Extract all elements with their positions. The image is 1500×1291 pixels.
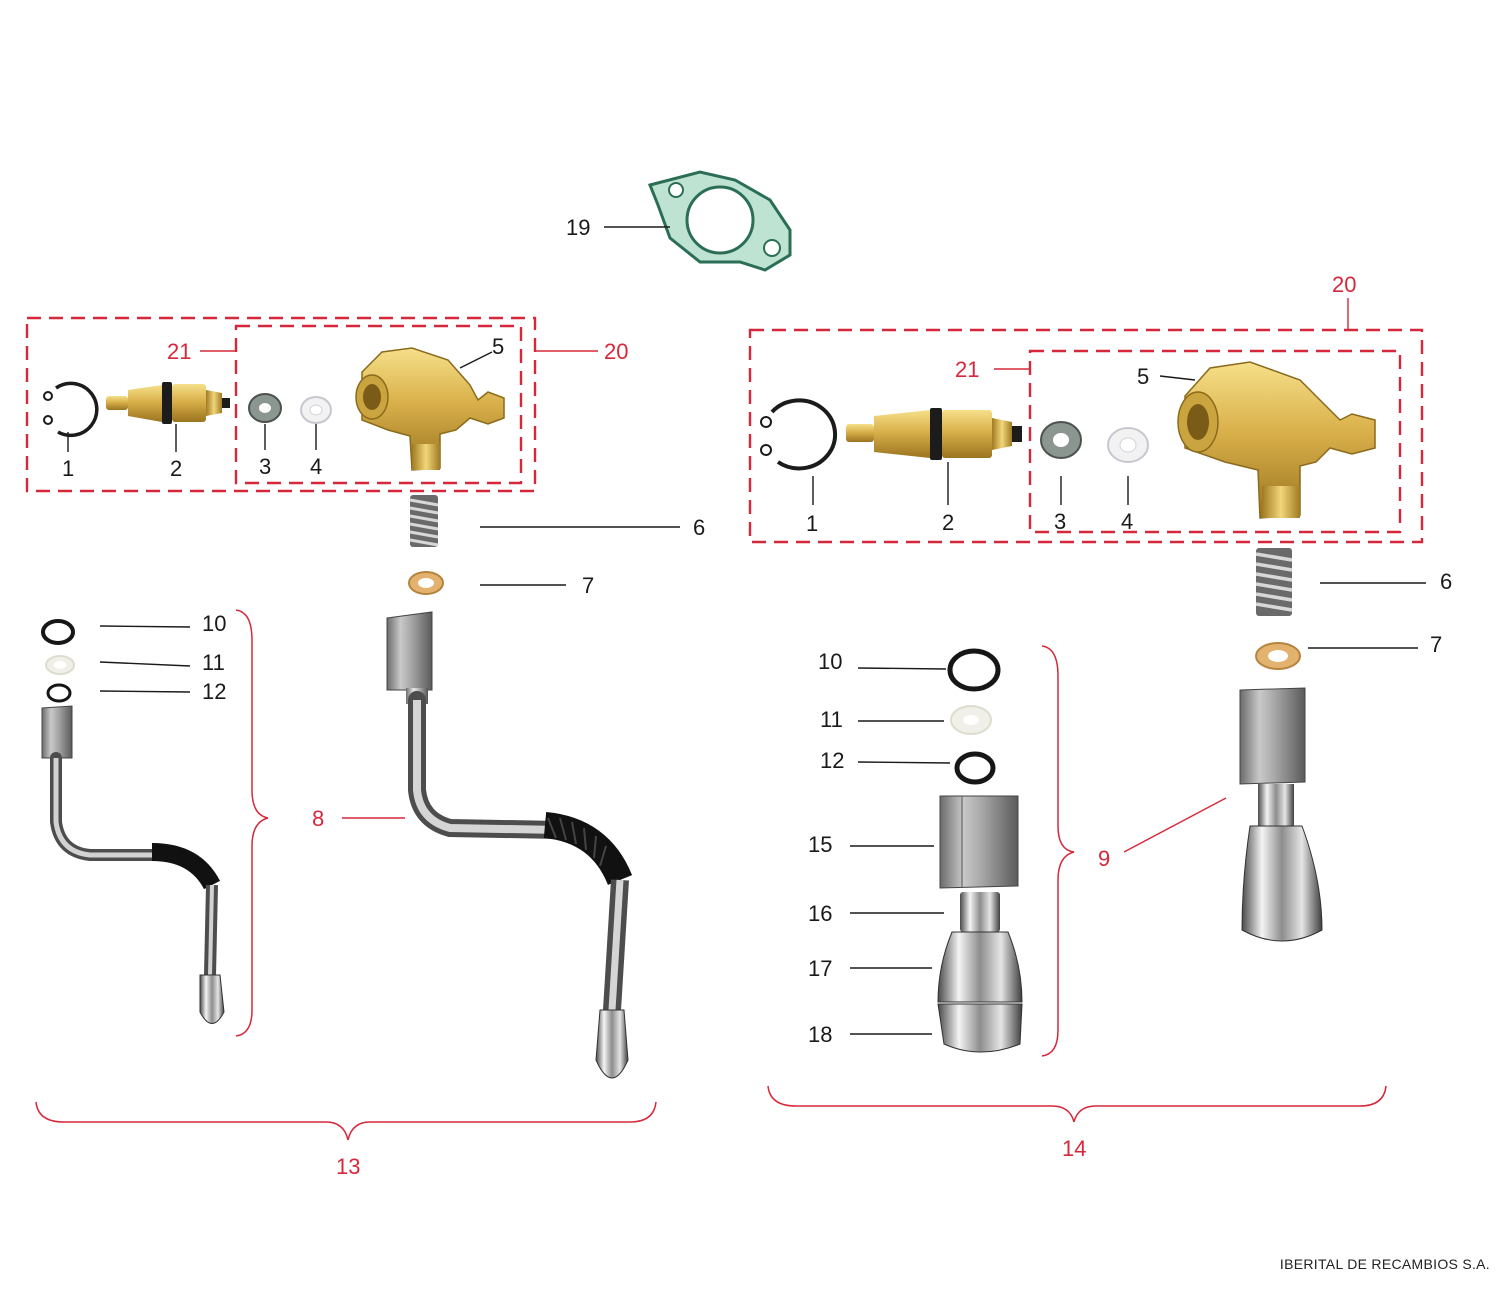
right-o-ring-small-label: 12: [820, 748, 844, 773]
right-valve-stem-label: 2: [942, 510, 954, 535]
left-spring-label: 6: [693, 515, 705, 540]
right-nozzle-tip: [937, 1003, 1023, 1053]
right-washer-white-label: 4: [1121, 509, 1133, 534]
left-valve-body-label: 5: [492, 334, 504, 359]
right-nozzle-tip-label: 18: [808, 1022, 832, 1047]
left-steam-wand-label: 8: [312, 806, 324, 831]
left-washer-grey: [248, 393, 282, 423]
company-footer: IBERITAL DE RECAMBIOS S.A.: [1279, 1256, 1490, 1272]
left-circlip-label: 1: [62, 456, 74, 481]
right-collar-label: 16: [808, 901, 832, 926]
right-washer-white: [1107, 427, 1149, 463]
right-nozzle-body-label: 17: [808, 956, 832, 981]
left-spring: [409, 495, 439, 547]
right-o-ring-small: [954, 751, 996, 785]
right-washer-brass-label: 7: [1430, 632, 1442, 657]
gasket-label: 19: [566, 215, 590, 240]
left-o-ring-small-label: 12: [202, 679, 226, 704]
left-o-ring-large-label: 10: [202, 611, 226, 636]
right-valve-body-label: 5: [1137, 364, 1149, 389]
right-valve-body: [1177, 361, 1376, 519]
right-hex-nut-label: 15: [808, 832, 832, 857]
left-assembly-21-box: [234, 324, 523, 485]
right-group-label: 14: [1062, 1136, 1086, 1161]
right-hex-nut: [939, 795, 1019, 889]
right-group-brace: [767, 1085, 1387, 1123]
right-o-ring-large-label: 10: [818, 649, 842, 674]
left-washer-grey-label: 3: [259, 454, 271, 479]
right-assembly-21-label: 21: [955, 357, 979, 382]
left-circlip: [43, 381, 99, 438]
left-washer-brass: [408, 571, 444, 595]
right-valve-stem: [846, 408, 1022, 460]
right-washer-grey-label: 3: [1054, 509, 1066, 534]
right-washer-brass: [1255, 642, 1301, 670]
left-assembly-20-box: [25, 316, 537, 493]
left-assembly-20-label: 20: [604, 339, 628, 364]
left-valve-stem: [106, 382, 230, 424]
left-washer-brass-label: 7: [582, 573, 594, 598]
right-spring-label: 6: [1440, 569, 1452, 594]
gasket: [647, 170, 792, 272]
left-washer-white: [300, 396, 332, 424]
left-group-label: 13: [336, 1154, 360, 1179]
left-steam-wand-large: [386, 611, 633, 1079]
right-circlip: [760, 398, 838, 471]
right-circlip-label: 1: [806, 511, 818, 536]
left-group-brace: [35, 1101, 657, 1141]
left-assembly-21-label: 21: [167, 339, 191, 364]
right-ring-white-label: 11: [820, 707, 843, 732]
left-washer-white-label: 4: [310, 454, 322, 479]
left-o-ring-large: [41, 619, 75, 645]
right-nozzle-body: [937, 931, 1023, 1003]
right-hot-water-nozzle: [1239, 687, 1323, 942]
right-assembly-21-box: [1028, 349, 1402, 534]
left-o-ring-small: [46, 683, 72, 703]
left-ring-white-label: 11: [202, 650, 225, 675]
left-valve-body: [355, 347, 505, 471]
right-o-ring-large: [947, 648, 1001, 692]
left-steam-wand-small: [41, 705, 225, 1024]
right-collar: [960, 892, 1000, 932]
left-ring-white: [45, 655, 75, 675]
right-assembly-20-box: [748, 328, 1424, 544]
right-nozzle-brace: [1041, 645, 1075, 1057]
right-ring-white: [950, 705, 992, 735]
right-washer-grey: [1040, 421, 1082, 459]
right-spring: [1255, 548, 1293, 616]
right-assembly-20-label: 20: [1332, 272, 1356, 297]
right-nozzle-label: 9: [1098, 846, 1110, 871]
left-wand-brace: [235, 609, 269, 1037]
left-valve-stem-label: 2: [170, 456, 182, 481]
